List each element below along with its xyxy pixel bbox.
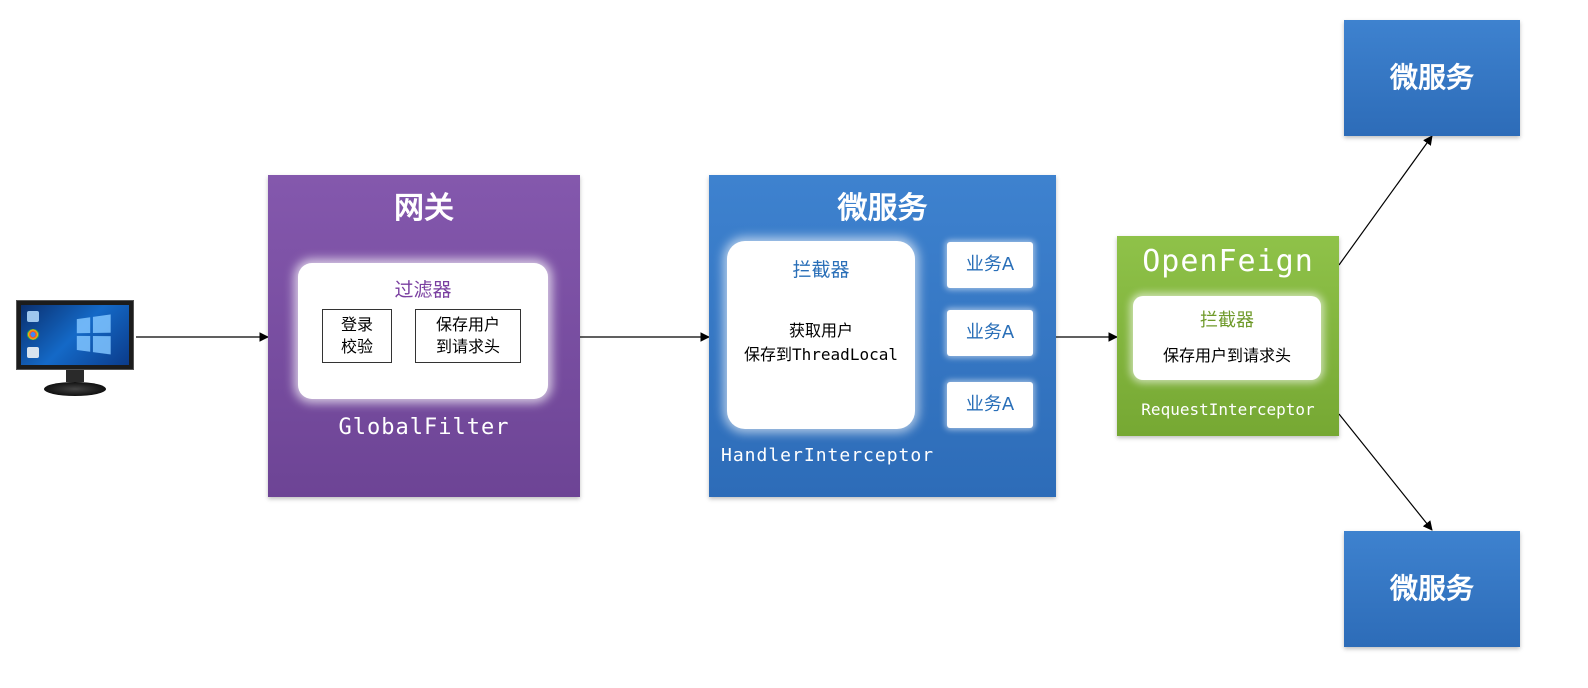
interceptor-body-line-1: 获取用户: [788, 321, 853, 340]
interceptor-body: 获取用户 保存到ThreadLocal: [727, 319, 915, 367]
arrow-openfeign-to-top-service: [1338, 135, 1433, 266]
monitor-icon: [16, 300, 136, 404]
windows-logo-icon: [76, 314, 112, 356]
openfeign-interceptor-header: 拦截器: [1200, 310, 1254, 331]
microservice-footer: HandlerInterceptor: [721, 445, 935, 466]
downstream-service-bottom: 微服务: [1344, 531, 1520, 647]
browser-icon: [27, 329, 39, 340]
openfeign-block: OpenFeign 拦截器 保存用户到请求头 RequestIntercepto…: [1117, 236, 1339, 436]
gateway-block: 网关 过滤器 登录 校验 保存用户 到请求头 GlobalFilter: [268, 175, 580, 497]
openfeign-footer: RequestInterceptor: [1141, 400, 1315, 419]
downstream-service-top: 微服务: [1344, 20, 1520, 136]
save-user-line-2: 到请求头: [435, 337, 500, 356]
login-check-box: 登录 校验: [322, 309, 392, 363]
monitor-stand-neck: [66, 370, 84, 382]
desktop-icon: [27, 311, 39, 322]
monitor-screen: [21, 305, 129, 365]
arrow-openfeign-to-bottom-service: [1338, 413, 1433, 531]
monitor-bezel: [16, 300, 134, 370]
microservice-block: 微服务 拦截器 获取用户 保存到ThreadLocal 业务A 业务A 业务A …: [709, 175, 1056, 497]
monitor-stand-base: [44, 382, 106, 396]
business-a-box: 业务A: [947, 310, 1033, 356]
openfeign-interceptor-body: 保存用户到请求头: [1162, 346, 1291, 365]
microservice-title: 微服务: [837, 191, 928, 226]
interceptor-body-line-2: 保存到ThreadLocal: [744, 345, 898, 364]
recycle-bin-icon: [27, 347, 39, 358]
business-a-box: 业务A: [947, 382, 1033, 428]
business-a-box: 业务A: [947, 242, 1033, 288]
interceptor-header: 拦截器: [792, 259, 850, 281]
save-user-line-1: 保存用户: [435, 315, 500, 334]
openfeign-title: OpenFeign: [1142, 244, 1314, 279]
login-check-line-2: 校验: [340, 337, 373, 356]
gateway-footer: GlobalFilter: [338, 415, 510, 440]
handler-interceptor-box: 拦截器 获取用户 保存到ThreadLocal: [727, 241, 915, 429]
request-interceptor-box: 拦截器 保存用户到请求头: [1133, 296, 1321, 380]
login-check-line-1: 登录: [340, 315, 373, 334]
filter-box: 过滤器 登录 校验 保存用户 到请求头: [298, 263, 548, 399]
gateway-title: 网关: [394, 191, 454, 226]
save-user-header-box: 保存用户 到请求头: [415, 309, 521, 363]
filter-header: 过滤器: [394, 279, 452, 301]
